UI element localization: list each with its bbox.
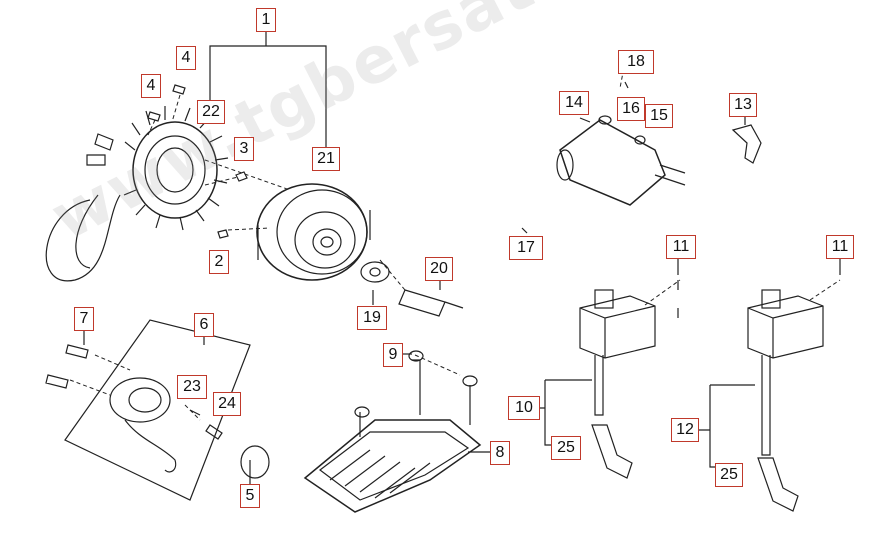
- callout-11: 11: [826, 235, 854, 259]
- clip-17: [521, 227, 528, 234]
- callout-12: 12: [671, 418, 699, 442]
- ignition-coil-left: [579, 280, 679, 479]
- callout-7: 7: [74, 307, 94, 331]
- callout-4: 4: [176, 46, 196, 70]
- callout-17: 17: [509, 236, 543, 260]
- callout-1: 1: [256, 8, 276, 32]
- callout-6: 6: [194, 313, 214, 337]
- pickup-assembly: [45, 319, 270, 501]
- callout-5: 5: [240, 484, 260, 508]
- callout-24: 24: [213, 392, 241, 416]
- callout-20: 20: [425, 257, 453, 281]
- callout-25: 25: [551, 436, 581, 460]
- pin-18: [624, 81, 629, 89]
- screw-2: [217, 229, 229, 239]
- flywheel-part: [256, 183, 371, 281]
- callout-19: 19: [357, 306, 387, 330]
- callout-25: 25: [715, 463, 743, 487]
- bolt-4: [147, 84, 186, 122]
- sensor-13: [731, 124, 762, 164]
- callout-23: 23: [177, 375, 207, 399]
- starter-motor-part: [556, 115, 686, 206]
- callout-16: 16: [617, 97, 645, 121]
- callout-21: 21: [312, 147, 340, 171]
- callout-9: 9: [383, 343, 403, 367]
- washer-19: [360, 261, 390, 283]
- callout-15: 15: [645, 104, 673, 128]
- callout-13: 13: [729, 93, 757, 117]
- ignition-coil-right: [747, 289, 824, 512]
- callout-3: 3: [234, 137, 254, 161]
- callout-22: 22: [197, 100, 225, 124]
- callout-2: 2: [209, 250, 229, 274]
- callout-10: 10: [508, 396, 540, 420]
- screw-3: [235, 171, 248, 182]
- mounting-bracket: [303, 350, 482, 513]
- sleeve-20: [398, 289, 464, 317]
- callout-4: 4: [141, 74, 161, 98]
- callout-14: 14: [559, 91, 589, 115]
- callout-18: 18: [618, 50, 654, 74]
- callout-8: 8: [490, 441, 510, 465]
- callout-11: 11: [666, 235, 696, 259]
